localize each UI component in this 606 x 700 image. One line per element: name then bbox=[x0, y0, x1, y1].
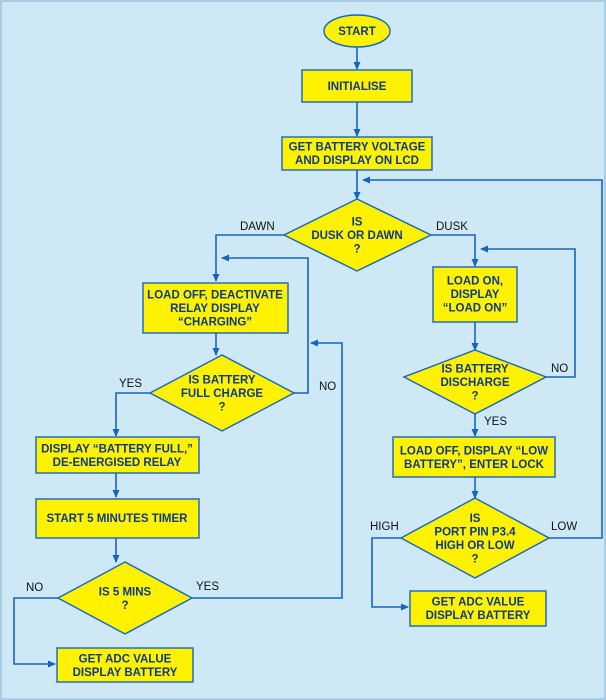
edge-label-dawn: DAWN bbox=[240, 221, 275, 233]
edge-no-discharge-loop bbox=[480, 245, 576, 378]
node-label-line: PORT PIN P3.4 bbox=[434, 526, 516, 538]
node-label-line: ? bbox=[121, 600, 128, 612]
edge-label-yes-full: YES bbox=[119, 378, 142, 390]
edge-yes-five bbox=[192, 339, 343, 599]
edge-high bbox=[371, 537, 409, 611]
edge-label-no-discharge: NO bbox=[551, 363, 568, 375]
label-low-battery: LOAD OFF, DISPLAY “LOW BATTERY”, ENTER LO… bbox=[400, 445, 548, 471]
node-label-line: DISPLAY “BATTERY FULL,” bbox=[41, 443, 193, 455]
node-label-line: ? bbox=[471, 391, 478, 403]
edge-label-yes-five: YES bbox=[196, 581, 219, 593]
edge-yes-full bbox=[112, 392, 150, 437]
node-label-line: “LOAD ON” bbox=[443, 303, 508, 315]
label-adc-right: GET ADC VALUE DISPLAY BATTERY bbox=[426, 596, 531, 622]
node-label-line: RELAY DISPLAY bbox=[170, 303, 260, 315]
edge-label-high: HIGH bbox=[370, 521, 399, 533]
node-adc-left bbox=[56, 647, 194, 683]
node-label-line: BATTERY”, ENTER LOCK bbox=[404, 459, 545, 471]
node-label-line: DISPLAY BATTERY bbox=[426, 610, 531, 622]
node-label-line: “CHARGING” bbox=[178, 317, 252, 329]
node-label-line: ? bbox=[353, 244, 360, 256]
node-low-battery bbox=[392, 436, 556, 478]
node-label-line: LOAD OFF, DEACTIVATE bbox=[147, 290, 283, 302]
edge-label-no-full: NO bbox=[319, 381, 336, 393]
node-dusk-dawn bbox=[282, 198, 433, 272]
node-label-line: IS bbox=[470, 513, 481, 525]
node-discharge bbox=[402, 349, 548, 415]
node-start bbox=[323, 14, 391, 48]
node-label-line: LOAD OFF, DISPLAY “LOW bbox=[400, 445, 548, 457]
edge-low-loop bbox=[362, 176, 603, 539]
node-label-line: IS 5 MINS bbox=[99, 586, 152, 598]
node-label-line: GET ADC VALUE bbox=[432, 596, 525, 608]
node-label-line: GET BATTERY VOLTAGE bbox=[289, 141, 426, 153]
node-load-off-charging bbox=[142, 282, 289, 334]
node-load-on bbox=[432, 266, 518, 323]
label-initialise: INITIALISE bbox=[328, 81, 387, 93]
node-label-line: INITIALISE bbox=[328, 81, 387, 93]
node-label-line: HIGH OR LOW bbox=[435, 540, 514, 552]
node-start-timer bbox=[35, 498, 200, 539]
node-label-line: LOAD ON, bbox=[447, 276, 503, 288]
label-start: START bbox=[338, 26, 375, 38]
label-start-timer: START 5 MINUTES TIMER bbox=[47, 513, 189, 525]
node-label-line: AND DISPLAY ON LCD bbox=[295, 155, 419, 167]
edge-no-full-loop bbox=[221, 254, 309, 394]
node-label-line: ? bbox=[218, 402, 225, 414]
node-get-voltage bbox=[281, 136, 433, 171]
node-label-line: DISCHARGE bbox=[440, 377, 509, 389]
node-initialise bbox=[301, 69, 413, 103]
node-label-line: FULL CHARGE bbox=[181, 388, 264, 400]
node-label-line: START bbox=[338, 26, 375, 38]
node-label-line: ? bbox=[471, 553, 478, 565]
node-battery-full bbox=[148, 354, 296, 432]
edge-label-low: LOW bbox=[551, 521, 577, 533]
node-adc-right bbox=[409, 590, 547, 627]
label-display-full: DISPLAY “BATTERY FULL,” DE-ENERGISED RELA… bbox=[41, 443, 193, 469]
node-label-line: DE-ENERGISED RELAY bbox=[53, 457, 182, 469]
node-label-line: IS bbox=[352, 217, 363, 229]
node-port-pin bbox=[399, 497, 551, 579]
edge-dawn bbox=[212, 234, 284, 282]
label-get-voltage: GET BATTERY VOLTAGE AND DISPLAY ON LCD bbox=[289, 141, 426, 167]
node-label-line: IS BATTERY bbox=[441, 364, 508, 376]
edge-dusk bbox=[431, 234, 479, 267]
node-labels: START INITIALISE GET BATTERY VOLTAGE AND … bbox=[41, 26, 548, 679]
edge-label-dusk: DUSK bbox=[436, 221, 468, 233]
edge-no-five bbox=[13, 597, 58, 668]
node-label-line: IS BATTERY bbox=[188, 375, 255, 387]
node-five-mins bbox=[56, 561, 194, 635]
nodes bbox=[35, 14, 556, 683]
label-adc-left: GET ADC VALUE DISPLAY BATTERY bbox=[73, 653, 178, 679]
label-load-on: LOAD ON,DISPLAY “LOAD ON” bbox=[443, 276, 508, 315]
node-display-full bbox=[35, 436, 200, 474]
node-label-line: GET ADC VALUE bbox=[79, 653, 172, 665]
label-five-mins: IS 5 MINS? bbox=[99, 586, 152, 612]
edge-labels: DAWN DUSK YES NO NO YES NO YES HIGH LOW bbox=[26, 221, 577, 594]
edge-label-no-five: NO bbox=[26, 582, 43, 594]
node-label-line: DISPLAY bbox=[451, 289, 500, 301]
node-label-line: START 5 MINUTES TIMER bbox=[47, 513, 189, 525]
edges bbox=[13, 47, 603, 668]
node-label-line: DUSK OR DAWN bbox=[311, 230, 402, 242]
node-label-line: DISPLAY BATTERY bbox=[73, 667, 178, 679]
edge-label-yes-discharge: YES bbox=[484, 416, 507, 428]
